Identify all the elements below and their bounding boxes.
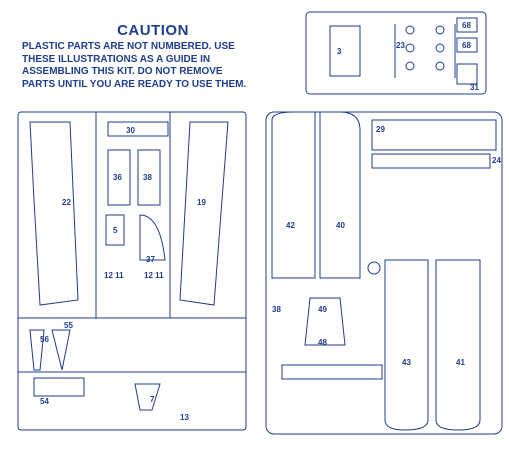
caution-title: CAUTION	[117, 22, 189, 39]
part-37	[139, 214, 166, 261]
part-42	[271, 111, 316, 279]
part-23-grid	[394, 24, 456, 78]
part-19-wing	[179, 121, 229, 306]
label-7: 7	[150, 395, 155, 404]
label-68b: 68	[462, 41, 471, 50]
part-54-frame	[33, 377, 85, 397]
label-38r: 38	[272, 305, 281, 314]
part-30	[107, 121, 169, 137]
label-49: 49	[318, 305, 327, 314]
caution-line-2: THESE ILLUSTRATIONS AS A GUIDE IN	[22, 53, 211, 65]
part-38	[137, 149, 161, 206]
part-29	[371, 119, 497, 151]
part-68-b	[456, 37, 478, 53]
part-68-a	[456, 17, 478, 33]
left-sprue-frame	[17, 111, 247, 431]
part-3-outline	[329, 25, 361, 77]
label-36: 36	[113, 173, 122, 182]
part-57	[281, 364, 383, 380]
label-41: 41	[456, 358, 465, 367]
part-36	[107, 149, 131, 206]
sprue-gate	[367, 261, 381, 275]
label-3: 3	[337, 47, 342, 56]
label-56: 56	[40, 335, 49, 344]
part-31-box	[456, 63, 478, 85]
part-40	[319, 111, 361, 279]
label-55: 55	[64, 321, 73, 330]
part-5	[105, 214, 125, 246]
label-23: 23	[396, 41, 405, 50]
label-12b: 12 11	[144, 271, 164, 280]
part-22-wing	[29, 121, 79, 306]
label-13: 13	[180, 413, 189, 422]
label-29: 29	[376, 125, 385, 134]
label-19: 19	[197, 198, 206, 207]
label-37: 37	[146, 255, 155, 264]
part-number-labels: 22 19 30 36 38 5 37 12 11 12 11 56 55 54…	[40, 21, 501, 422]
label-22: 22	[62, 198, 71, 207]
label-54: 54	[40, 397, 49, 406]
top-right-sprue-frame	[305, 11, 487, 95]
part-43	[384, 259, 429, 431]
label-42: 42	[286, 221, 295, 230]
label-30: 30	[126, 126, 135, 135]
label-48: 48	[318, 338, 327, 347]
label-24: 24	[492, 156, 501, 165]
part-7	[134, 383, 161, 411]
parts-49-52	[304, 297, 346, 346]
parts-55-56	[29, 329, 71, 371]
label-40: 40	[336, 221, 345, 230]
label-38: 38	[143, 173, 152, 182]
label-31: 31	[470, 83, 479, 92]
caution-line-4: PARTS UNTIL YOU ARE READY TO USE THEM.	[22, 78, 247, 90]
caution-line-3: ASSEMBLING THIS KIT. DO NOT REMOVE	[22, 66, 223, 77]
label-12a: 12 11	[104, 271, 124, 280]
label-5: 5	[113, 226, 118, 235]
part-41	[435, 259, 481, 431]
right-sprue-frame	[265, 111, 503, 435]
part-24-strip	[371, 153, 491, 169]
label-68a: 68	[462, 21, 471, 30]
caution-line-1: PLASTIC PARTS ARE NOT NUMBERED. USE	[22, 41, 235, 52]
caution-notice: CAUTION PLASTIC PARTS ARE NOT NUMBERED. …	[22, 22, 284, 91]
label-43: 43	[402, 358, 411, 367]
